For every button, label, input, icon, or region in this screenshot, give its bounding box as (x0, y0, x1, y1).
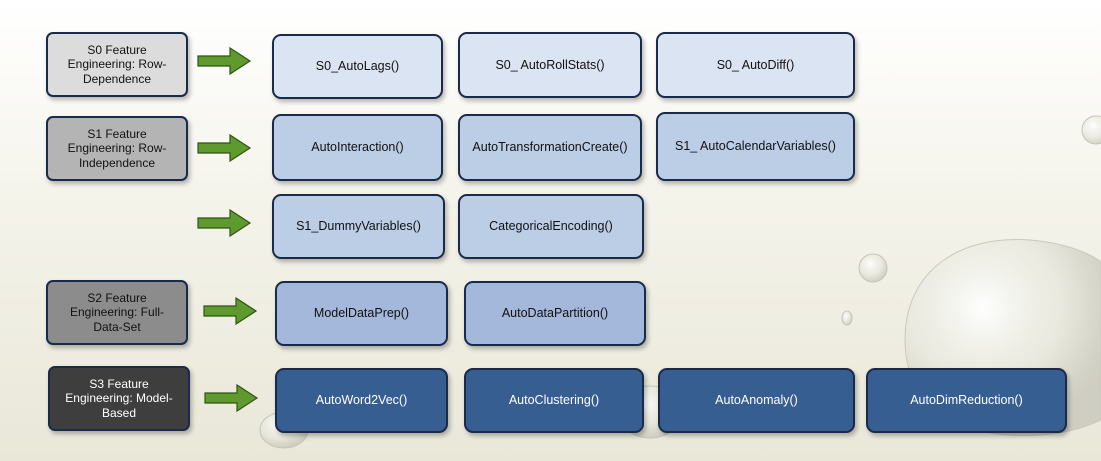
function-label: ModelDataPrep() (313, 306, 410, 320)
stage-label-line: Independence (78, 155, 156, 170)
right-arrow-icon (204, 383, 259, 413)
stage-label-line: Based (101, 405, 137, 420)
function-label: AutoAnomaly() (715, 393, 798, 407)
function-box: AutoClustering() (464, 368, 644, 433)
function-box: AutoWord2Vec() (275, 368, 448, 433)
function-box: S0_AutoLags() (272, 34, 443, 99)
function-box: CategoricalEncoding() (458, 194, 644, 259)
stage-label-line: S0 Feature (87, 42, 147, 57)
function-box: AutoTransformationCreate() (458, 114, 642, 181)
stage-label-line: Engineering: Full- (69, 305, 165, 320)
function-label: AutoDimReduction() (910, 393, 1023, 407)
function-label: AutoClustering() (508, 393, 600, 407)
right-arrow-icon (197, 46, 252, 76)
function-box: S1_ AutoCalendarVariables() (656, 112, 855, 181)
stage-label-line: S3 Feature (89, 376, 149, 391)
stage-label-line: Data-Set (93, 319, 141, 334)
function-box: AutoInteraction() (272, 114, 443, 181)
function-box: S1_DummyVariables() (272, 194, 445, 259)
function-label: CategoricalEncoding() (489, 219, 613, 233)
stage-label-line: S2 Feature (87, 290, 147, 305)
stage-label-line: S1 Feature (87, 126, 147, 141)
function-label: AutoTransformationCreate() (472, 140, 628, 154)
function-label: AutoDataPartition() (501, 306, 609, 320)
stage-label-line: Engineering: Row- (67, 57, 167, 72)
function-box: AutoDataPartition() (464, 281, 646, 346)
function-label: S0_AutoLags() (315, 59, 400, 73)
function-label: S0_ AutoDiff() (716, 57, 795, 72)
function-label: S0_ AutoRollStats() (495, 57, 605, 72)
right-arrow-icon (203, 296, 258, 326)
function-label: S1_DummyVariables() (296, 219, 421, 233)
function-box: ModelDataPrep() (275, 281, 448, 346)
function-box: AutoDimReduction() (866, 368, 1067, 433)
function-label: S1_ AutoCalendarVariables() (675, 139, 836, 153)
function-box: S0_ AutoRollStats() (458, 32, 642, 98)
stage-label-line: Dependence (82, 71, 152, 86)
right-arrow-icon (197, 133, 252, 163)
stage-label-line: Engineering: Row- (67, 141, 167, 156)
function-label: AutoWord2Vec() (315, 393, 408, 407)
function-box: AutoAnomaly() (658, 368, 855, 433)
right-arrow-icon (197, 208, 252, 238)
function-label: AutoInteraction() (311, 140, 404, 154)
stage-label-line: Engineering: Model- (65, 391, 173, 406)
function-box: S0_ AutoDiff() (656, 32, 855, 98)
